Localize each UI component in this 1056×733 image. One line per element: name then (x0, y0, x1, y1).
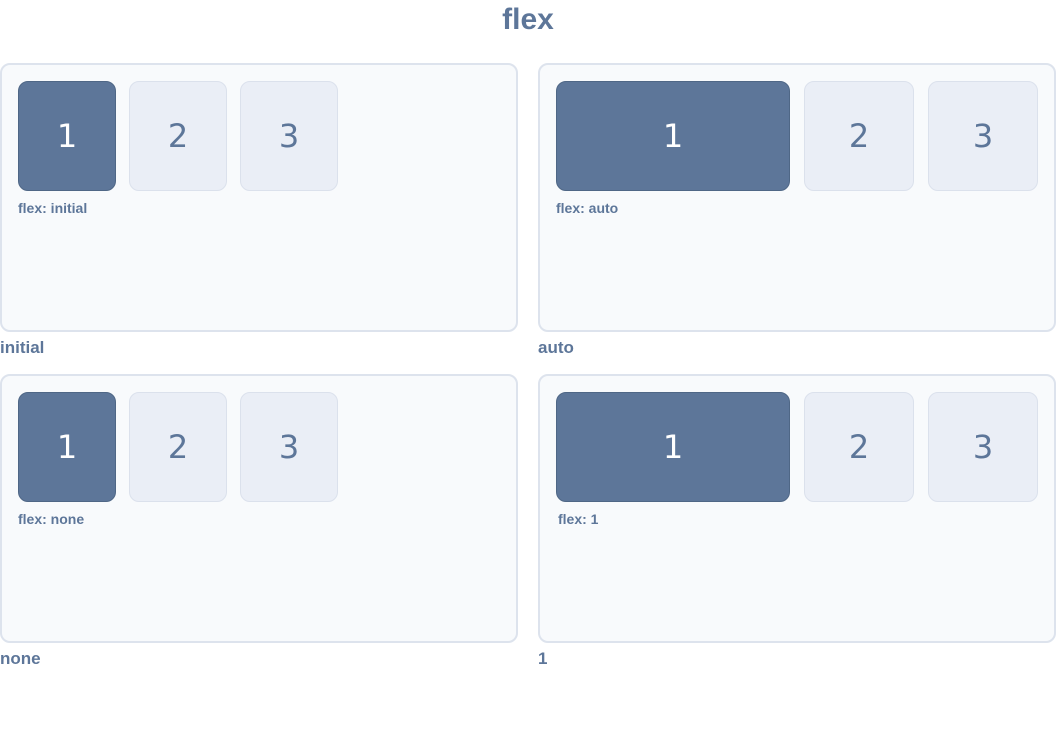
panel-auto: 1 2 3 flex: auto (538, 63, 1056, 332)
panel-label: flex: none (18, 511, 85, 527)
page-title: flex (502, 3, 554, 36)
flex-item-3: 3 (928, 81, 1038, 191)
flex-item-2: 2 (129, 392, 227, 502)
flex-row: 1 2 3 (18, 81, 500, 191)
flex-row: 1 2 3 (556, 392, 1038, 502)
panel-caption-flex-1: 1 (538, 649, 548, 668)
flex-item-2: 2 (804, 81, 914, 191)
flex-item-3: 3 (240, 81, 338, 191)
flex-item-1: 1 (556, 392, 790, 502)
flex-item-2: 2 (804, 392, 914, 502)
flex-item-1: 1 (18, 81, 116, 191)
panel-initial: 1 2 3 flex: initial (0, 63, 518, 332)
flex-item-1: 1 (556, 81, 790, 191)
panel-caption-initial: initial (0, 338, 45, 357)
panel-label: flex: 1 (558, 511, 599, 527)
panel-label: flex: initial (18, 200, 88, 216)
flex-item-1: 1 (18, 392, 116, 502)
panel-caption-none: none (0, 649, 41, 668)
panel-label: flex: auto (556, 200, 619, 216)
panel-none: 1 2 3 flex: none (0, 374, 518, 643)
panel-caption-auto: auto (538, 338, 574, 357)
flex-item-3: 3 (928, 392, 1038, 502)
flex-item-2: 2 (129, 81, 227, 191)
flex-row: 1 2 3 (18, 392, 500, 502)
panel-flex-1: 1 2 3 flex: 1 (538, 374, 1056, 643)
flex-item-3: 3 (240, 392, 338, 502)
flex-row: 1 2 3 (556, 81, 1038, 191)
